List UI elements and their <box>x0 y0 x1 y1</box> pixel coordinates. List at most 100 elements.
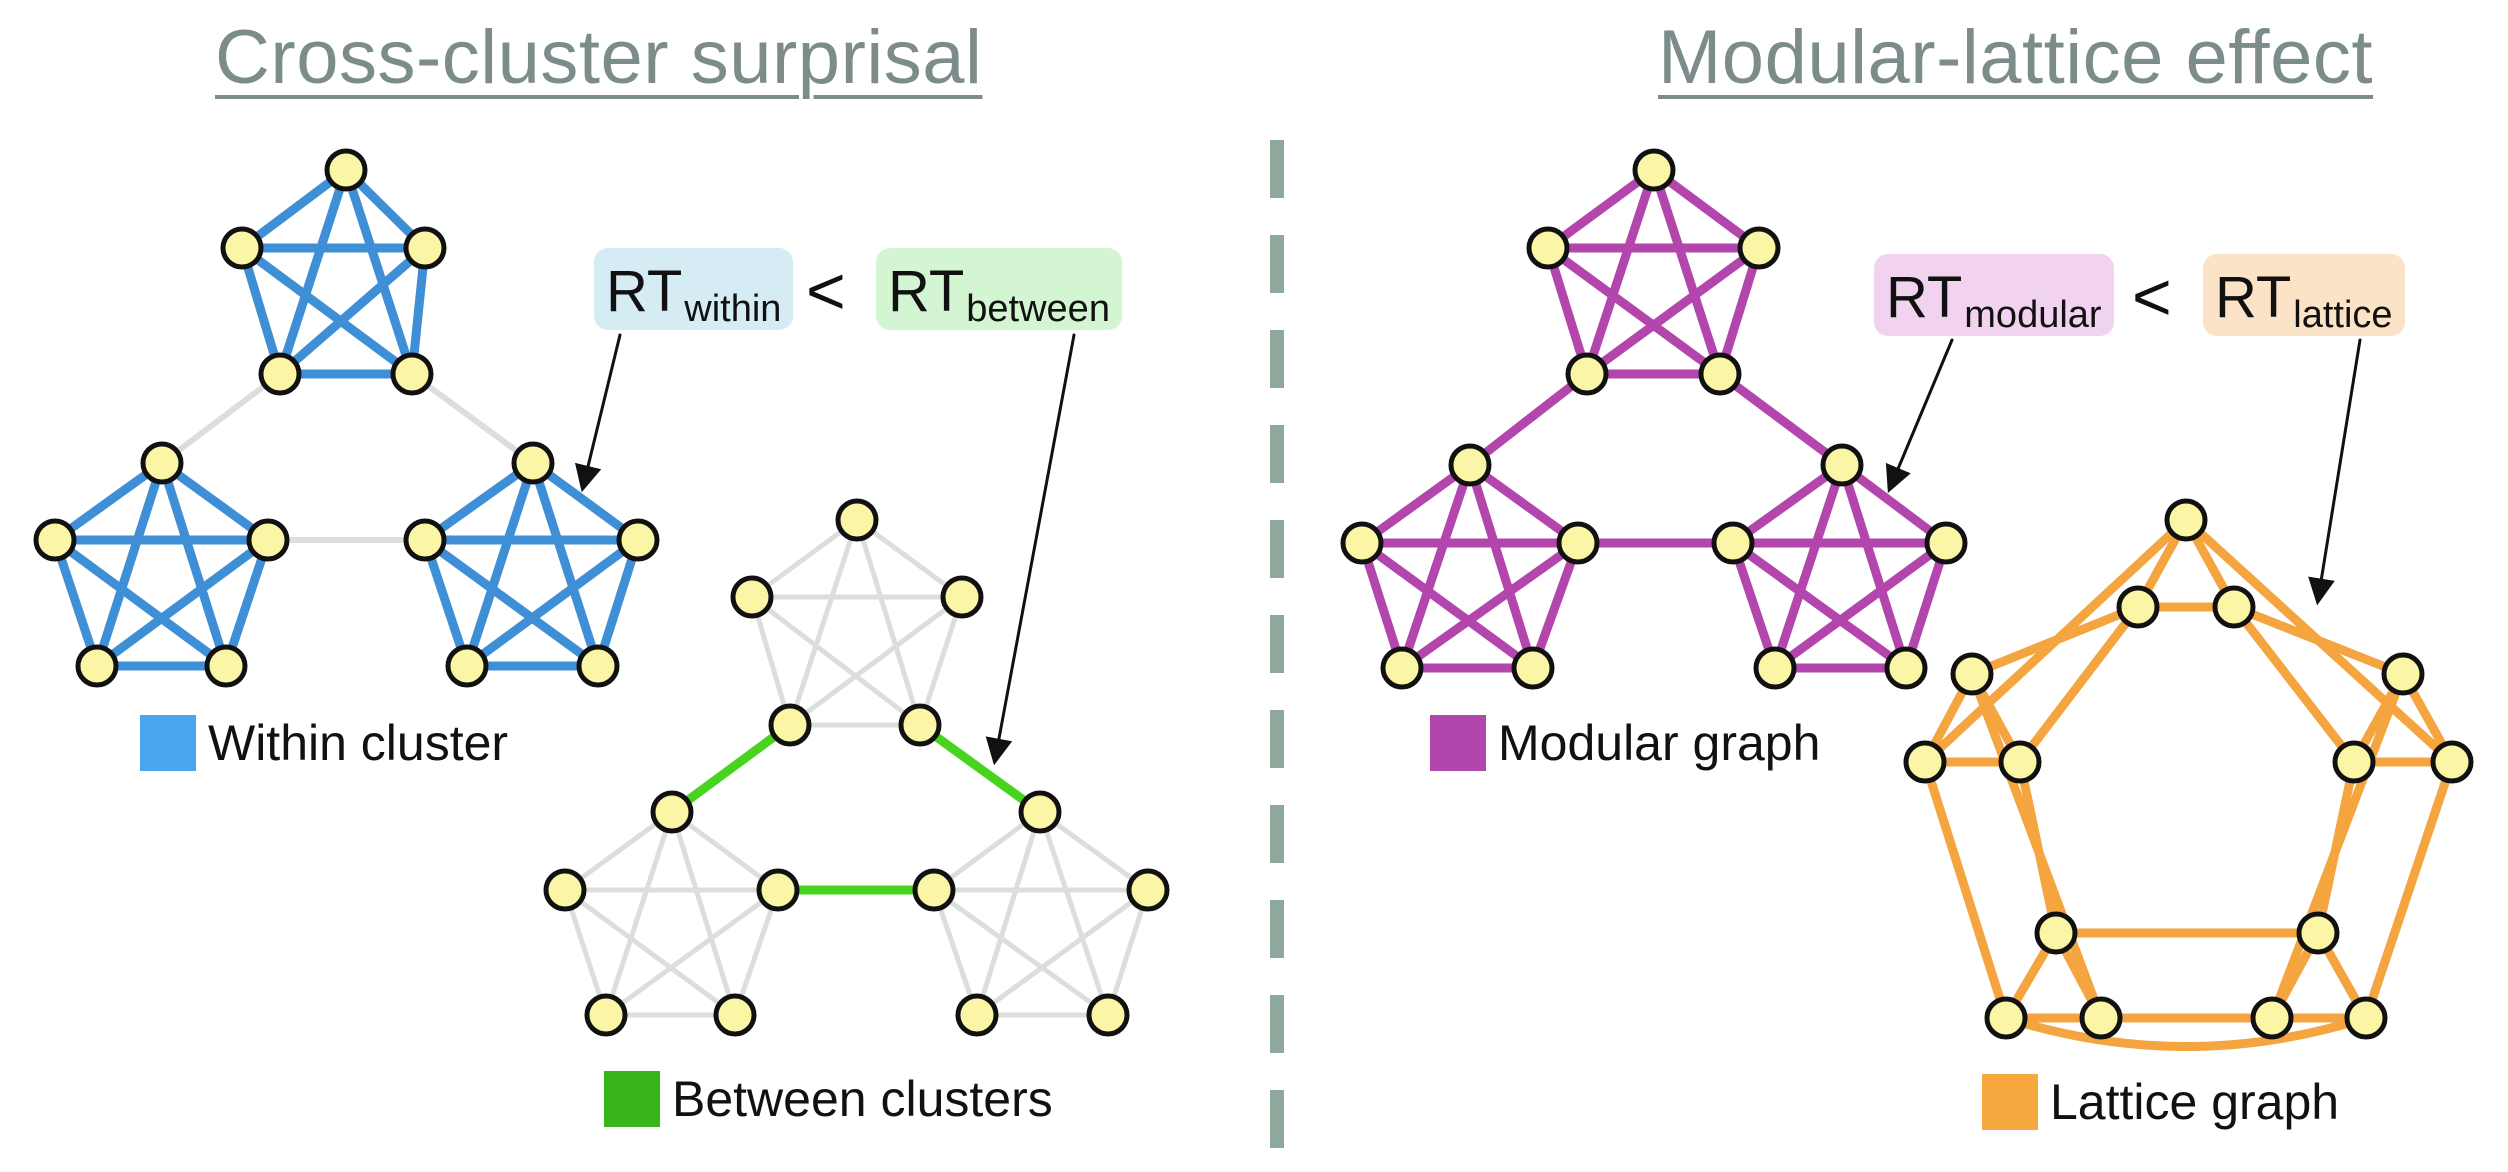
graph-node <box>324 148 368 192</box>
graph-node <box>204 644 248 688</box>
between-panel-cluster-edge <box>787 517 860 728</box>
modular-edge <box>1543 243 1592 379</box>
between-cluster-edge <box>915 720 1045 817</box>
graph-node <box>511 441 555 485</box>
graph-node <box>1924 521 1968 565</box>
between-panel-cluster-edge <box>931 887 980 1018</box>
modular-edge <box>1649 165 1764 253</box>
graph-node <box>1632 148 1676 192</box>
within-cluster-edge <box>237 243 417 379</box>
modular-edge <box>1837 460 1911 673</box>
modular-edge <box>1582 165 1659 379</box>
between-panel-cluster-edge <box>854 517 923 728</box>
graph-node <box>258 352 302 396</box>
lattice-edge <box>1920 757 2011 1023</box>
graph-node <box>2034 911 2078 955</box>
rt-between-main: RT <box>888 259 965 324</box>
modular-edge <box>1901 538 1951 673</box>
graph-node <box>756 868 800 912</box>
graph-node <box>1950 652 1994 696</box>
graph-node <box>730 575 774 619</box>
graph-node <box>1984 996 2028 1040</box>
within-cluster-edge <box>275 165 351 379</box>
graph-node <box>1556 521 1600 565</box>
legend-within-label: Within cluster <box>208 715 509 771</box>
between-panel-cluster-edge <box>749 517 860 600</box>
graph-node <box>2381 652 2425 696</box>
within-cluster-edge <box>237 165 351 253</box>
graph-node <box>1511 646 1555 690</box>
within-cluster-edge <box>341 165 417 379</box>
graph-node <box>246 518 290 562</box>
lattice-edge <box>2361 757 2457 1023</box>
graph-node <box>403 226 447 270</box>
within-cluster-edge <box>528 458 643 545</box>
between-panel-cluster-edge <box>974 887 1151 1018</box>
modular-lattice-effect-title: Modular-lattice effect <box>1658 15 2374 100</box>
between-panel-cluster-edge <box>562 887 738 1018</box>
between-panel-cluster-edge <box>732 887 781 1018</box>
graph-node <box>940 575 984 619</box>
modular-edge <box>1770 538 1951 673</box>
modular-edge <box>1728 538 1911 673</box>
graph-node <box>1711 521 1755 565</box>
graph-node <box>1820 443 1864 487</box>
graph-node <box>220 226 264 270</box>
graph-node <box>1884 646 1928 690</box>
legend-between-clusters: Between clusters <box>604 1070 1053 1128</box>
graph-node <box>1380 646 1424 690</box>
between-clusters-swatch <box>604 1071 660 1127</box>
between-panel-cluster-edge <box>562 809 675 893</box>
within-cluster-edge <box>275 243 430 379</box>
lattice-edge <box>2313 757 2359 938</box>
between-panel-cluster-edge <box>974 809 1043 1018</box>
cross-cluster-surprisal-title: Cross-cluster surprisal <box>215 15 983 100</box>
between-panel-cluster-edge <box>603 809 675 1018</box>
less-than-sign-right: < <box>2132 259 2172 335</box>
modular-edge <box>1728 538 1780 673</box>
modular-edge <box>1465 369 1592 470</box>
modular-edge <box>1397 460 1475 673</box>
graph-node <box>768 703 812 747</box>
rt-lattice-sub: lattice <box>2293 294 2393 336</box>
graph-node <box>543 868 587 912</box>
graph-node <box>1998 740 2042 784</box>
graph-node <box>2250 996 2294 1040</box>
between-panel-cluster-edge <box>854 517 965 600</box>
within-cluster-edge <box>420 535 472 671</box>
modular-edge <box>1837 460 1951 548</box>
within-cluster-edge <box>157 458 273 545</box>
modular-edge <box>1543 165 1659 253</box>
modular-edge <box>1397 538 1583 673</box>
rt-modular-sub: modular <box>1964 294 2102 336</box>
modular-edge <box>1649 165 1725 379</box>
graph-node <box>2296 911 2340 955</box>
rt-within-sub: within <box>684 288 782 330</box>
graph-node <box>1737 226 1781 270</box>
between-cluster-edge <box>667 720 795 817</box>
graph-node <box>650 790 694 834</box>
modular-edge <box>1357 538 1407 673</box>
rt-modular-main: RT <box>1886 265 1963 330</box>
graph-node <box>1753 646 1797 690</box>
graph-node <box>2430 740 2474 784</box>
modular-edge <box>1543 243 1725 379</box>
within-cluster-swatch <box>140 715 196 771</box>
graph-node <box>576 644 620 688</box>
inter-cluster-edge <box>159 371 283 466</box>
arrow-to-within-edge <box>574 333 622 493</box>
lattice-edge <box>2015 602 2143 767</box>
graph-node <box>390 352 434 396</box>
rt-between-sub: between <box>966 288 1110 330</box>
within-cluster-edge <box>50 535 102 671</box>
graph-node <box>955 993 999 1037</box>
panel-divider <box>1270 140 1284 1150</box>
modular-edge <box>1728 460 1847 548</box>
modular-edge <box>1357 460 1475 548</box>
within-cluster-edge <box>50 535 231 671</box>
between-panel-cluster-edge <box>787 594 965 728</box>
lattice-edge <box>2229 602 2359 767</box>
